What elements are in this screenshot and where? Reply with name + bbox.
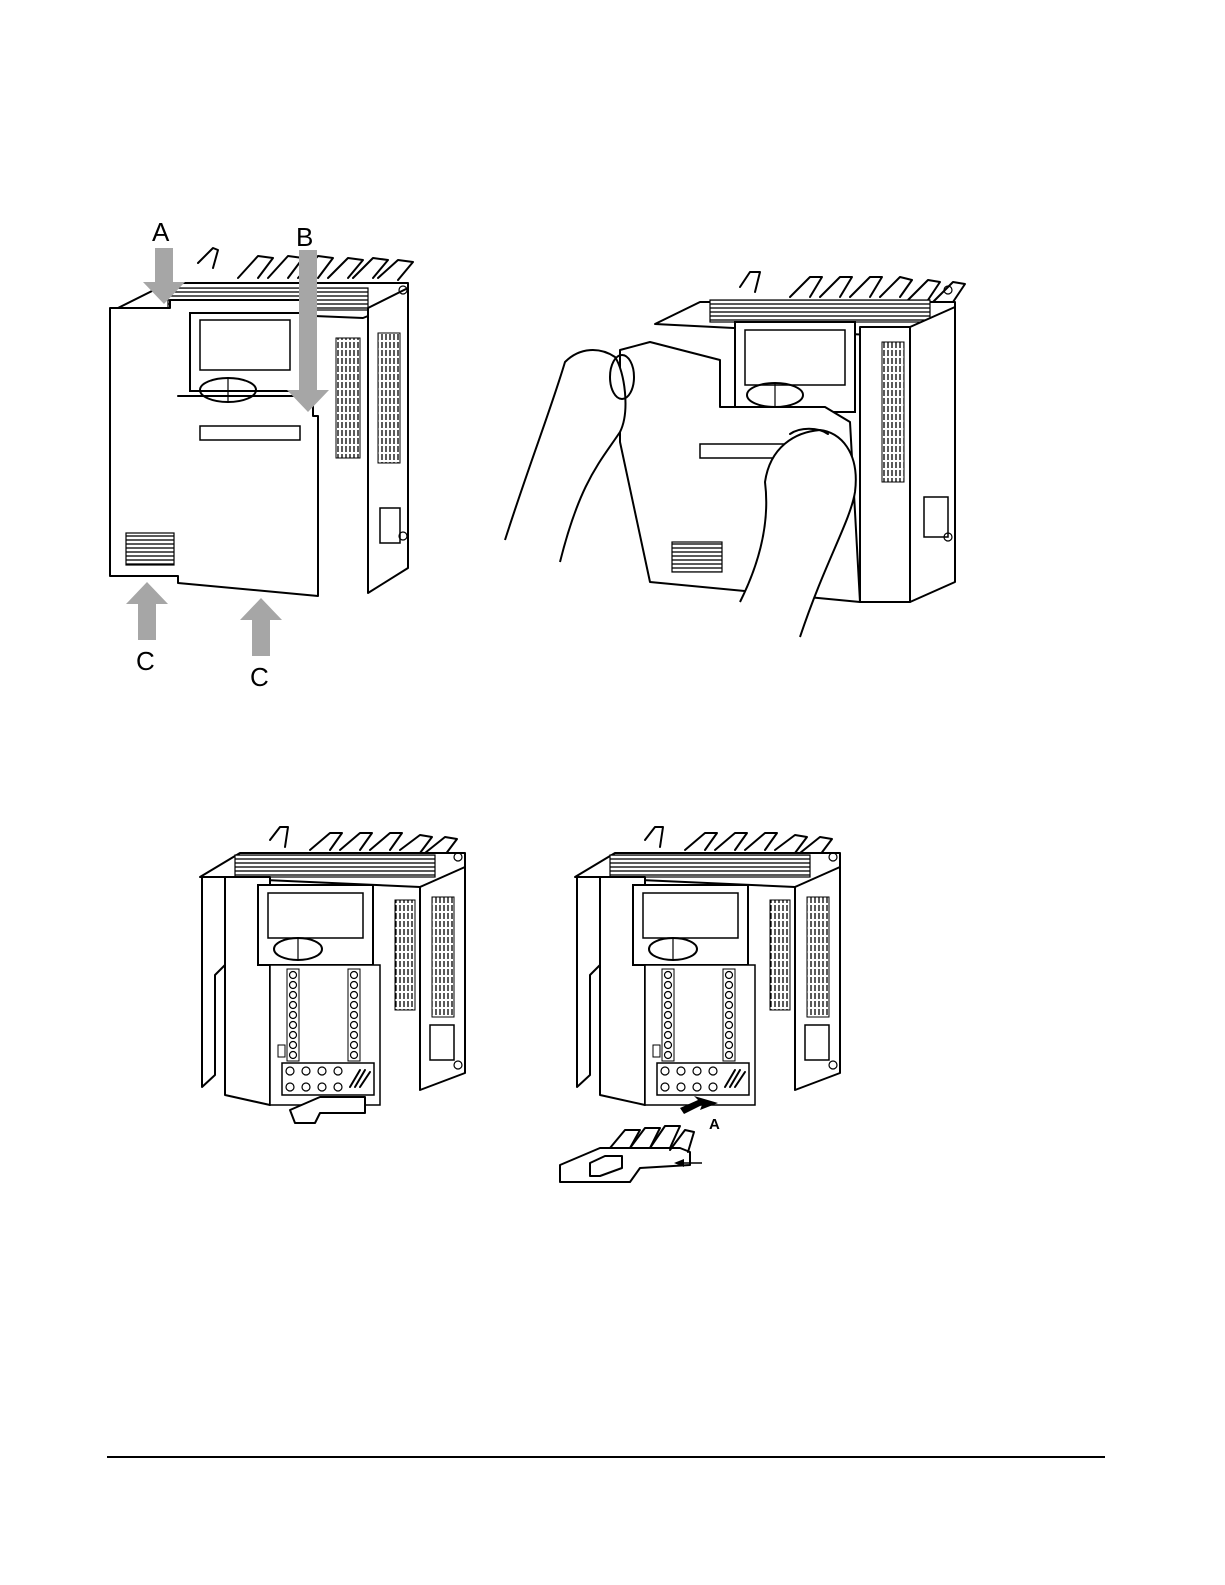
figure-cover-removal bbox=[505, 272, 965, 637]
label-c-right: C bbox=[250, 664, 269, 690]
label-c-left: C bbox=[136, 648, 155, 674]
label-a-removal: A bbox=[709, 1117, 720, 1132]
arrow-c-right bbox=[240, 598, 282, 656]
detached-bracket bbox=[560, 1126, 694, 1182]
figure-terminals-exposed bbox=[200, 827, 465, 1123]
arrow-c-left bbox=[126, 582, 168, 640]
label-a: A bbox=[152, 219, 169, 245]
footer-rule bbox=[107, 1456, 1105, 1458]
label-b: B bbox=[296, 224, 313, 250]
figure-bracket-removed bbox=[575, 827, 840, 1105]
figure-cover-closed bbox=[110, 248, 413, 596]
